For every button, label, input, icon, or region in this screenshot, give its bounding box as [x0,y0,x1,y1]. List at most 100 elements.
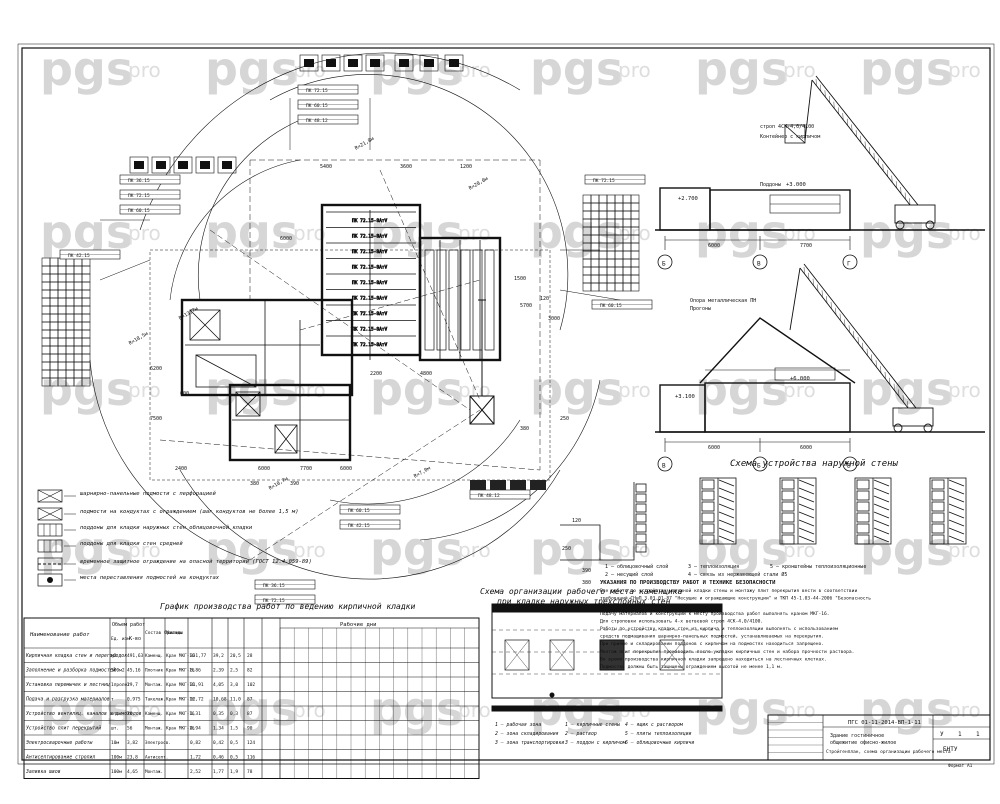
storage-cell [623,283,631,291]
safety-notes: УКАЗАНИЯ ПО ПРОИЗВОДСТВУ РАБОТ И ТЕХНИКЕ… [600,580,871,670]
row-crew: Монтаж. [145,726,163,732]
hatch [799,488,814,494]
storage-cell [583,259,591,267]
watermark-brand: pgs [370,682,463,736]
dimension-label: 600 [180,391,189,397]
header-work: Наименование работ [29,631,90,638]
pallet-fill [470,480,486,490]
zone-label: 3 — зона транспортировки [494,740,564,746]
storage-cell [42,314,50,322]
legend-text: шарнирно-панельные подмости с перфорацие… [80,491,216,497]
level-mark: +3.000 [786,182,806,188]
watermark-brand: pgs [860,42,953,96]
brick [702,502,714,511]
storage-cell [623,275,631,283]
row-crew: Антисепт. [145,755,168,761]
sling-label: строп 4СК-4,0/4100 [760,124,814,130]
axis-letter: Г [847,261,851,268]
slab-stock-label: ПК 48.12 [306,118,328,124]
slab-label: ПК 72.15-8АтV [352,280,388,286]
brick [702,513,714,522]
sheet-format: Формат А1 [948,763,973,769]
slab-stock-label: ПК 42.15 [68,253,90,259]
axis-letter: В [662,463,666,470]
row-unit: 10м [111,740,119,746]
dimension-label: 5400 [320,164,332,170]
sheet-outer-frame [18,44,994,764]
storage-cell [615,267,623,275]
legend-hatch [47,577,53,583]
zone-label: 5 — плиты теплоизоляции [625,731,692,737]
brick [702,491,714,500]
hatch [874,488,889,494]
pallets-label: Поддоны [760,182,781,188]
hatch [719,496,734,502]
row-unit: м3 [111,653,117,659]
zone-label: 2 — зона складирования [495,731,559,737]
row-crew: Плотник [145,668,164,674]
storage-cell [591,267,599,275]
storage-cell [50,330,58,338]
dimension-label: 3600 [400,164,412,170]
watermark-suffix: pro [458,698,491,722]
wall-layer-label: 5 — кронштейны теплоизоляционные [770,564,866,570]
hatch [949,504,964,510]
watermark-brand: pgs [370,362,463,416]
watermark-suffix: pro [293,698,326,722]
storage-cell [66,330,74,338]
watermark-suffix: pro [128,58,161,82]
brick [857,480,869,489]
radius-label: R=20,0м [468,176,489,192]
dimension-label: 5700 [520,303,532,309]
storage-cell [74,338,82,346]
storage-cell [58,290,66,298]
storage-cell [66,266,74,274]
brick [782,502,794,511]
brick [636,494,646,502]
storage-cell [74,298,82,306]
legend-text: места переставления подмостей на кондукт… [79,575,220,581]
slab-rect [485,250,494,350]
legend-text: подмости на кондуктах с ограждением (шаг… [80,508,299,515]
stage: У [940,731,944,738]
hatch [799,504,814,510]
watermark-suffix: pro [783,58,816,82]
dimension-label: 120 [572,518,581,524]
storage-cell [50,306,58,314]
hatch [799,480,814,486]
brick [932,491,944,500]
row-labor: 2,52 [190,769,201,775]
row-labor: 21,91 [190,682,204,688]
watermark-suffix: pro [783,538,816,562]
zone-label: 2 — раствор [565,731,597,737]
zone-label: 3 — поддон с кирпичом [564,740,627,746]
header-days: Рабочие дни [340,621,376,628]
pallet-fill [134,161,144,169]
watermark-suffix: pro [458,378,491,402]
storage-cell [66,346,74,354]
hatch [949,480,964,486]
slab-stock-label: ПК 42.15 [348,523,370,529]
level-mark: +3.100 [675,394,695,400]
storage-cell [82,322,90,330]
axis-letter: В [757,261,761,268]
pallet-fill [399,59,409,67]
storage-cell [42,258,50,266]
wall-scheme-title: Схема устройства наружной стены [730,459,899,469]
storage-cell [58,314,66,322]
storage-cell [82,314,90,322]
row-workers: 124 [247,740,255,746]
row-workers: 82 [247,668,253,674]
row-unit: т [111,698,114,703]
dimension-label: 6000 [708,243,720,249]
row-machine-time: 1,34 [213,726,224,732]
slab-stock-label: ПК 48.12 [478,493,500,499]
row-qty: 45,16 [127,668,141,674]
row-crew: Монтаж. [145,682,163,688]
header-volume: Объем работ [112,621,145,628]
row-labor: 4,94 [190,726,201,732]
row-unit: шт. [111,712,119,717]
worker-mark [550,693,554,697]
storage-cell [42,306,50,314]
